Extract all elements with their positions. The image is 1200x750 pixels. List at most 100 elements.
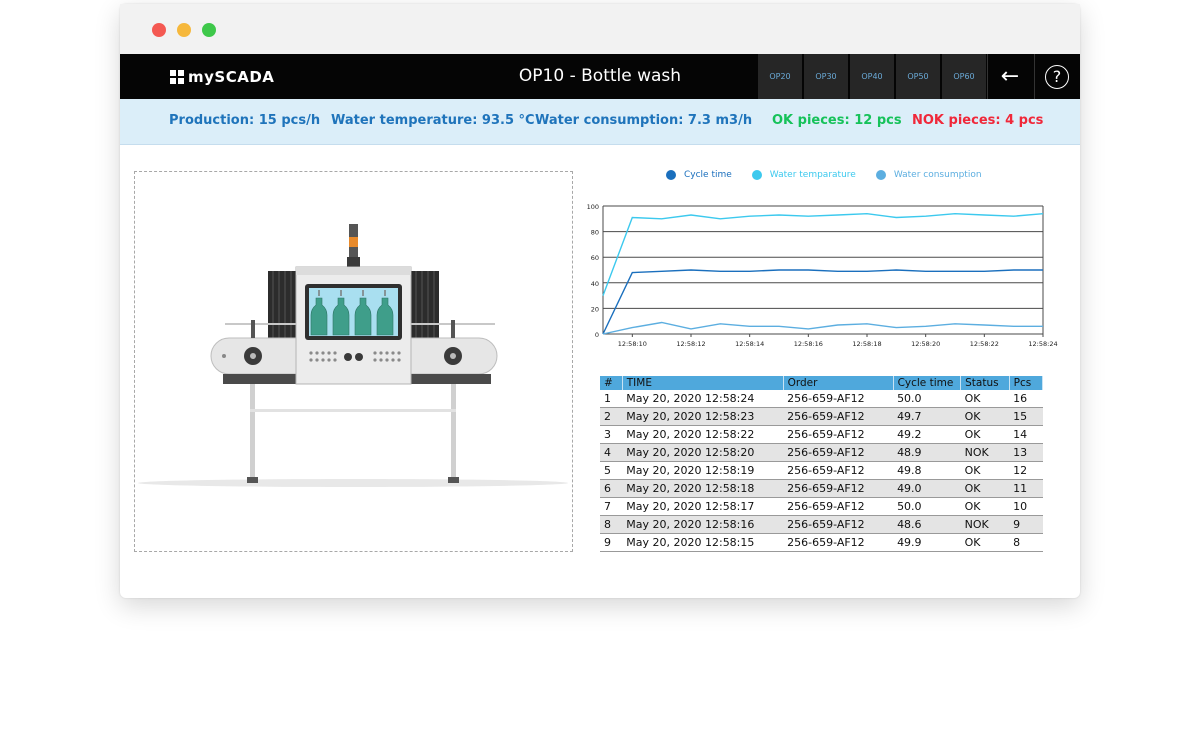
legend-item-cycle-time: Cycle time: [666, 170, 732, 180]
table-cell: 256-659-AF12: [783, 479, 894, 498]
app-window: mySCADA OP10 - Bottle wash OP20 OP30 OP4…: [120, 4, 1080, 598]
table-cell: OK: [960, 497, 1010, 516]
table-cell: 49.0: [893, 479, 961, 498]
table-cell: 8: [600, 515, 623, 534]
nav-button-op50[interactable]: OP50: [895, 54, 940, 99]
kpi-water-consumption: Water consumption: 7.3 m3/h: [535, 113, 753, 128]
table-cell: May 20, 2020 12:58:15: [622, 533, 784, 552]
column-header[interactable]: Status: [960, 376, 1010, 390]
column-header[interactable]: Pcs: [1009, 376, 1044, 390]
table-cell: 256-659-AF12: [783, 443, 894, 462]
kpi-nok-pieces: NOK pieces: 4 pcs: [912, 113, 1044, 128]
x-tick-label: 12:58:14: [735, 340, 764, 348]
table-cell: 49.2: [893, 425, 961, 444]
chart-legend: Cycle time Water temparature Water consu…: [666, 170, 1002, 180]
table-cell: OK: [960, 533, 1010, 552]
legend-dot: [666, 170, 676, 180]
nav-button-op40[interactable]: OP40: [849, 54, 894, 99]
table-cell: 5: [600, 461, 623, 480]
table-cell: May 20, 2020 12:58:24: [622, 390, 784, 408]
table-cell: 16: [1009, 390, 1043, 408]
table-cell: 7: [600, 497, 623, 516]
table-cell: 50.0: [893, 497, 961, 516]
column-header[interactable]: #: [600, 376, 623, 390]
table-cell: NOK: [960, 443, 1010, 462]
app-header: mySCADA OP10 - Bottle wash OP20 OP30 OP4…: [120, 54, 1080, 99]
back-button[interactable]: ←: [987, 54, 1032, 99]
table-cell: 256-659-AF12: [783, 515, 894, 534]
table-cell: 10: [1009, 497, 1043, 516]
x-tick-label: 12:58:18: [852, 340, 881, 348]
table-cell: 3: [600, 425, 623, 444]
table-cell: 2: [600, 407, 623, 426]
bottle-wash-machine-illustration: [138, 224, 568, 487]
column-header[interactable]: TIME: [622, 376, 784, 390]
table-cell: 12: [1009, 461, 1043, 480]
help-button[interactable]: ?: [1034, 54, 1079, 99]
question-circle-icon: ?: [1045, 64, 1069, 89]
table-cell: 256-659-AF12: [783, 497, 894, 516]
table-cell: 4: [600, 443, 623, 462]
table-cell: 49.7: [893, 407, 961, 426]
table-cell: May 20, 2020 12:58:20: [622, 443, 784, 462]
table-cell: OK: [960, 407, 1010, 426]
table-cell: 1: [600, 390, 623, 408]
table-cell: 9: [600, 533, 623, 552]
table-cell: 13: [1009, 443, 1043, 462]
table-cell: 15: [1009, 407, 1043, 426]
legend-label: Water temparature: [769, 170, 856, 180]
column-header[interactable]: Cycle time: [893, 376, 962, 390]
x-tick-label: 12:58:24: [1028, 340, 1057, 348]
column-header[interactable]: Order: [783, 376, 894, 390]
table-cell: 11: [1009, 479, 1043, 498]
table-cell: OK: [960, 479, 1010, 498]
series-line-2: [602, 321, 1043, 335]
table-cell: May 20, 2020 12:58:18: [622, 479, 784, 498]
table-cell: 256-659-AF12: [783, 390, 894, 408]
table-cell: May 20, 2020 12:58:17: [622, 497, 784, 516]
x-tick-label: 12:58:20: [911, 340, 940, 348]
nav-button-op60[interactable]: OP60: [941, 54, 986, 99]
y-tick-label: 40: [591, 280, 599, 288]
machine-view: [134, 171, 573, 552]
table-cell: 48.6: [893, 515, 961, 534]
kpi-bar: Production: 15 pcs/h Water temperature: …: [120, 99, 1080, 145]
y-tick-label: 0: [595, 331, 599, 339]
legend-label: Cycle time: [684, 170, 732, 180]
close-window-button[interactable]: [152, 23, 166, 37]
table-cell: May 20, 2020 12:58:22: [622, 425, 784, 444]
legend-dot: [875, 170, 886, 180]
y-tick-label: 60: [591, 254, 599, 262]
nav-button-op20[interactable]: OP20: [757, 54, 802, 99]
table-cell: NOK: [960, 515, 1010, 534]
nav-button-op30[interactable]: OP30: [803, 54, 848, 99]
logo-icon: [170, 70, 184, 84]
kpi-water-temperature: Water temperature: 93.5 °C: [331, 113, 535, 128]
table-cell: 8: [1009, 533, 1043, 552]
y-tick-label: 20: [591, 305, 599, 313]
table-cell: 49.8: [893, 461, 961, 480]
table-cell: 49.9: [893, 533, 961, 552]
x-tick-label: 12:58:12: [676, 340, 705, 348]
table-cell: 14: [1009, 425, 1043, 444]
minimize-window-button[interactable]: [177, 23, 191, 37]
table-cell: 256-659-AF12: [783, 533, 894, 552]
legend-item-water-temperature: Water temparature: [751, 170, 856, 180]
table-cell: 256-659-AF12: [783, 407, 894, 426]
maximize-window-button[interactable]: [202, 23, 216, 37]
x-tick-label: 12:58:10: [618, 340, 647, 348]
page-title: OP10 - Bottle wash: [518, 66, 682, 86]
kpi-production: Production: 15 pcs/h: [169, 113, 321, 128]
